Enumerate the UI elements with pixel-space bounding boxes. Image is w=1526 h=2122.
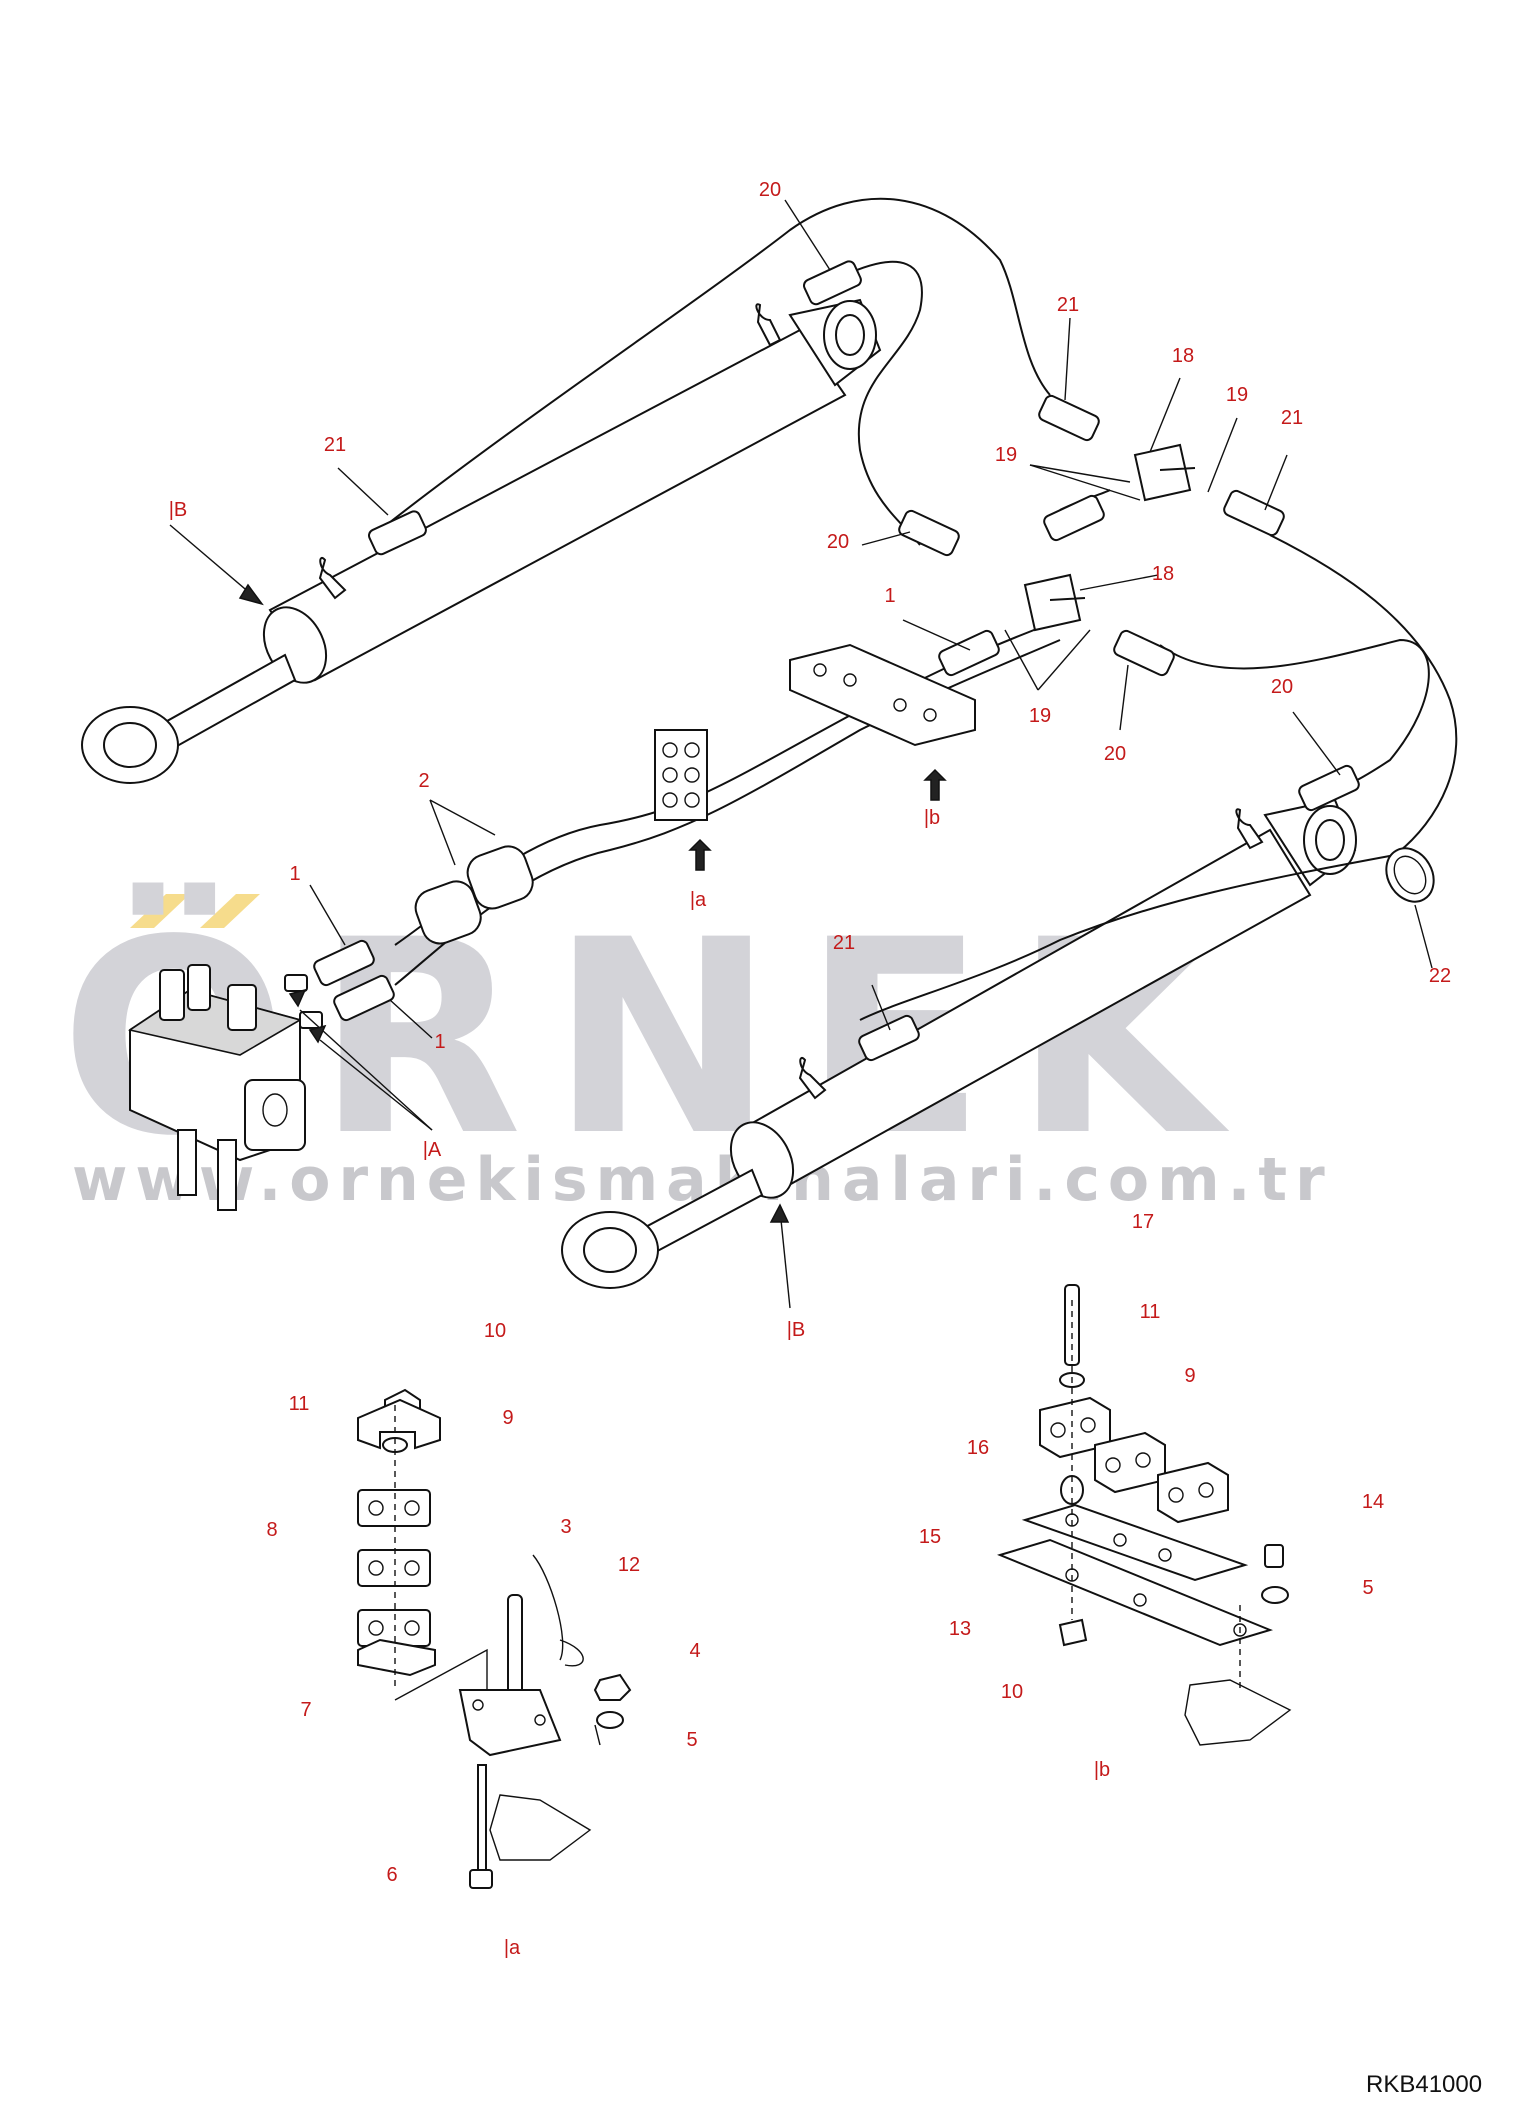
hose-fittings [313,260,1360,1062]
callout-21-top: 21 [1056,294,1080,316]
upper-cylinder [81,298,882,784]
callout-18-top: 18 [1171,345,1195,367]
callout-17: 17 [1131,1211,1155,1233]
control-valve [128,964,323,1211]
watermark-umlaut-marks [130,894,260,928]
callout-21-right: 21 [1280,407,1304,429]
detail-b [997,1284,1292,1746]
callout-15: 15 [918,1526,942,1548]
callout-19-top: 19 [1225,384,1249,406]
callout-1-lower: 1 [434,1031,446,1053]
detail-a [357,1388,632,1889]
callout-1-mid: 1 [884,585,896,607]
callout-2: 2 [418,770,430,792]
callout-21-left: 21 [323,434,347,456]
hose-sleeves [414,845,534,945]
callout-6: 6 [386,1864,398,1886]
callout-20-top: 20 [758,179,782,201]
callout-9-right: 9 [1184,1365,1196,1387]
callout-9-left: 9 [502,1407,514,1429]
callout-1-upper: 1 [289,863,301,885]
callout-13: 13 [948,1618,972,1640]
callout-14: 14 [1361,1491,1385,1513]
view-arrows [238,583,790,1223]
view-ref-b-upper: |b [923,807,941,829]
callout-3: 3 [560,1516,572,1538]
view-ref-b-lower: |b [1093,1759,1111,1781]
callout-18-mid: 18 [1151,563,1175,585]
callout-5-left: 5 [686,1729,698,1751]
callout-20-mid: 20 [826,531,850,553]
callout-10-top: 10 [483,1320,507,1342]
callout-20-right: 20 [1270,676,1294,698]
callout-19-left: 19 [994,444,1018,466]
view-ref-A: |A [422,1139,442,1161]
callout-12: 12 [617,1554,641,1576]
callout-19-mid: 19 [1028,705,1052,727]
view-ref-B-upper: |B [168,499,188,521]
installed-clamp-blocks [654,643,976,871]
callout-16: 16 [966,1437,990,1459]
callout-4: 4 [689,1640,701,1662]
view-ref-a-upper: |a [689,889,707,911]
lower-cylinder [561,798,1357,1289]
callout-10-bottom: 10 [1000,1681,1024,1703]
leader-lines [169,199,1433,1309]
hose-clamp [1385,847,1435,903]
callout-21-lower: 21 [832,932,856,954]
callout-5-right: 5 [1362,1577,1374,1599]
callout-22: 22 [1428,965,1452,987]
callout-11-right: 11 [1139,1301,1161,1323]
view-ref-a-lower: |a [503,1937,521,1959]
callout-7: 7 [300,1699,312,1721]
callout-11-left: 11 [288,1393,310,1415]
callout-20-lower: 20 [1103,743,1127,765]
callout-8: 8 [266,1519,278,1541]
drawing-code: RKB41000 [1366,2071,1483,2098]
view-ref-B-lower: |B [786,1319,806,1341]
